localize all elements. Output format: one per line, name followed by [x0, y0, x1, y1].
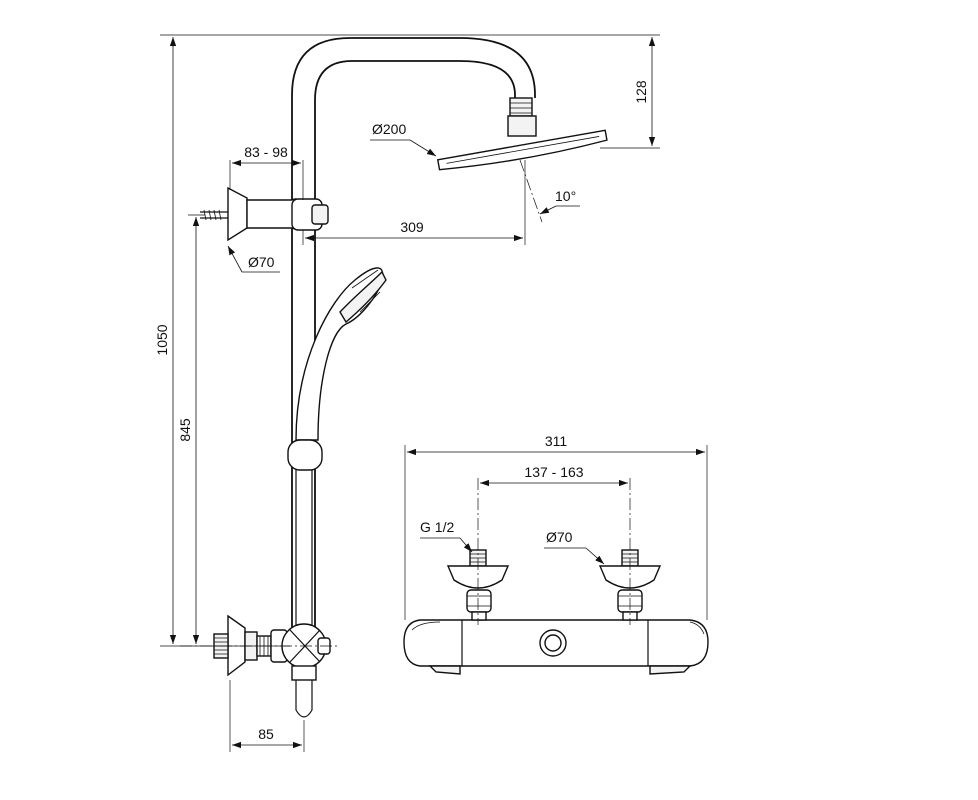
left-inlet: [446, 549, 510, 621]
hand-shower: [295, 267, 387, 441]
dim-wall-offset: 85: [258, 726, 274, 742]
dim-inlet-thread: G 1/2: [420, 519, 454, 535]
dim-head-tilt: 10°: [555, 188, 576, 204]
dim-inlet-centres: 137 - 163: [524, 464, 583, 480]
dimension-lines-front: 311 137 - 163 G 1/2 Ø70: [404, 433, 708, 625]
riser-pipe: [291, 37, 536, 632]
mixer-side-view: [213, 614, 331, 681]
dim-escutcheon-diameter: Ø70: [546, 529, 573, 545]
hose: [295, 470, 313, 718]
overhead-shower-head: [436, 129, 608, 171]
dim-bracket-diameter: Ø70: [248, 254, 275, 270]
dim-mixer-width: 311: [545, 433, 568, 449]
shower-column-side-view: [200, 37, 608, 718]
dim-bracket-offset: 83 - 98: [244, 144, 288, 160]
upper-wall-bracket: [200, 186, 329, 242]
head-connector: [507, 115, 537, 137]
dim-arm-reach: 309: [400, 219, 424, 235]
dim-outlet-height: 845: [177, 418, 193, 442]
dim-head-diameter: Ø200: [372, 121, 406, 137]
dimension-lines-side: 1050 845 128 Ø200 83 - 98 309 10° Ø70: [154, 34, 660, 752]
dim-head-drop: 128: [633, 80, 649, 104]
right-inlet: [598, 549, 662, 621]
mixer-front-view: [403, 549, 709, 675]
dim-total-height: 1050: [154, 324, 170, 355]
hand-shower-holder: [287, 439, 323, 471]
